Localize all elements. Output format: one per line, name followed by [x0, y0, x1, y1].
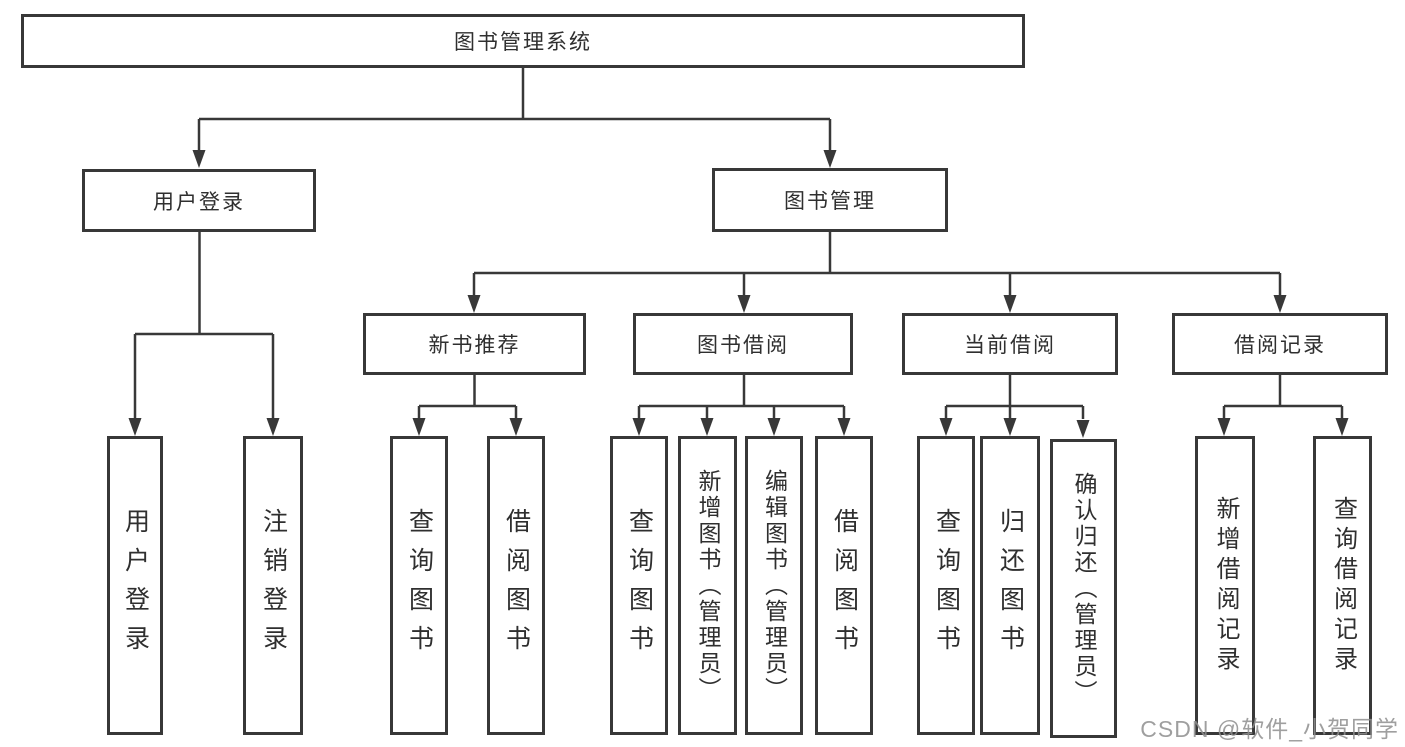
node-user-login-label: 用户登录: [153, 190, 245, 214]
leaf-return-books: 归还图书: [980, 436, 1040, 735]
node-library-system-label: 图书管理系统: [454, 31, 592, 54]
node-library-system: 图书管理系统: [21, 14, 1025, 68]
leaf-add-borrow-record-label: 新增借阅记录: [1212, 495, 1239, 676]
leaf-user-login: 用户登录: [107, 436, 163, 735]
node-book-borrowing: 图书借阅: [633, 313, 853, 375]
leaf-add-books-admin: 新增图书（管理员）: [678, 436, 737, 735]
leaf-query-borrow-record: 查询借阅记录: [1313, 436, 1372, 735]
node-user-login: 用户登录: [82, 169, 316, 232]
leaf-edit-books-admin: 编辑图书（管理员）: [745, 436, 803, 735]
node-new-book-recommendation: 新书推荐: [363, 313, 586, 375]
leaf-borrow-books: 借阅图书: [815, 436, 873, 735]
leaf-query-books-current: 查询图书: [917, 436, 975, 735]
node-book-management-label: 图书管理: [784, 190, 876, 213]
leaf-return-books-label: 归还图书: [996, 507, 1025, 664]
node-current-borrowing-label: 当前借阅: [964, 334, 1056, 357]
node-borrowing-records: 借阅记录: [1172, 313, 1388, 375]
csdn-watermark: CSDN @软件_小贺同学: [1140, 716, 1399, 742]
leaf-query-books-recommend-label: 查询图书: [405, 507, 434, 664]
leaf-confirm-return-admin: 确认归还（管理员）: [1050, 439, 1117, 738]
leaf-edit-books-admin-label: 编辑图书（管理员）: [761, 468, 788, 703]
leaf-borrow-books-recommend: 借阅图书: [487, 436, 545, 735]
node-new-book-recommendation-label: 新书推荐: [428, 334, 521, 357]
node-book-borrowing-label: 图书借阅: [697, 334, 789, 357]
leaf-query-books-borrowing: 查询图书: [610, 436, 668, 735]
node-book-management: 图书管理: [712, 168, 948, 232]
leaf-confirm-return-admin-label: 确认归还（管理员）: [1071, 471, 1097, 706]
leaf-user-login-label: 用户登录: [121, 507, 150, 664]
leaf-add-books-admin-label: 新增图书（管理员）: [695, 468, 721, 703]
leaf-query-borrow-record-label: 查询借阅记录: [1329, 495, 1357, 676]
leaf-query-books-recommend: 查询图书: [390, 436, 448, 735]
leaf-borrow-books-recommend-label: 借阅图书: [502, 507, 531, 664]
leaf-borrow-books-label: 借阅图书: [830, 507, 859, 664]
node-borrowing-records-label: 借阅记录: [1234, 334, 1326, 357]
leaf-logout-label: 注销登录: [259, 507, 288, 664]
leaf-query-books-borrowing-label: 查询图书: [625, 507, 654, 664]
arrowheads: [128, 150, 1349, 438]
leaf-add-borrow-record: 新增借阅记录: [1195, 436, 1255, 735]
leaf-logout: 注销登录: [243, 436, 303, 735]
node-current-borrowing: 当前借阅: [902, 313, 1118, 375]
leaf-query-books-current-label: 查询图书: [932, 507, 961, 664]
